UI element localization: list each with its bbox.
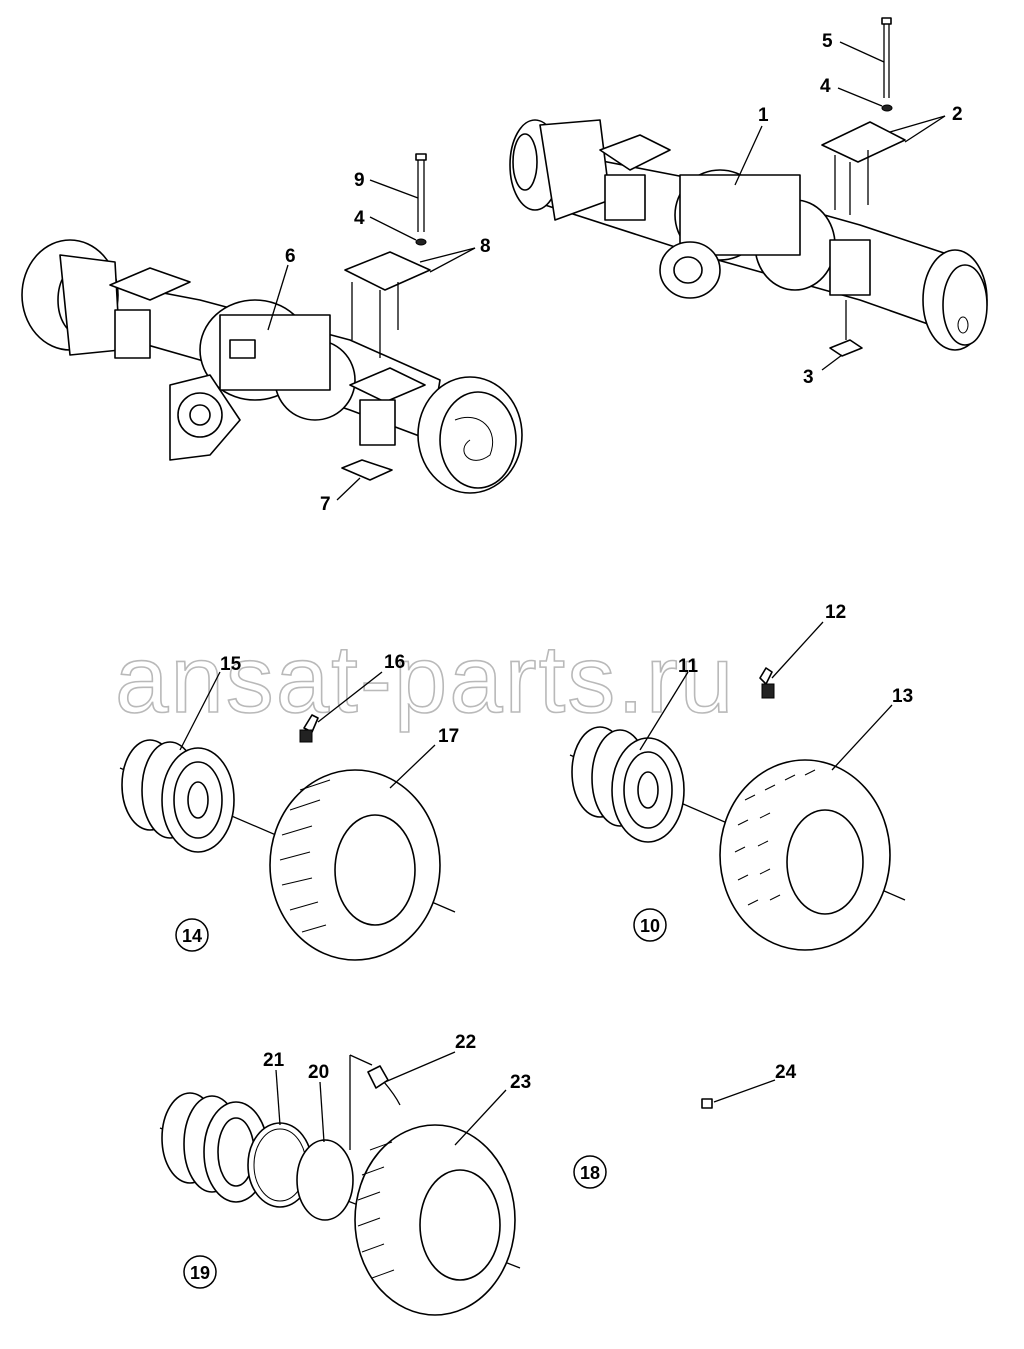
wheel-group-10 (569, 667, 906, 951)
group-labels: 14 10 18 19 (175, 908, 667, 1289)
callout-4-rear: 4 (820, 76, 831, 97)
callout-13: 13 (892, 686, 913, 707)
leader-lines (179, 41, 946, 1146)
callout-12: 12 (825, 602, 846, 623)
group-label-14: 14 (175, 918, 209, 952)
callout-3: 3 (803, 367, 814, 388)
svg-text:10: 10 (640, 916, 660, 936)
callout-16: 16 (384, 652, 405, 673)
part-24-small-nut (701, 1098, 713, 1109)
watermark: ansat-parts.ru (115, 626, 735, 733)
callout-22: 22 (455, 1032, 476, 1053)
svg-text:18: 18 (580, 1163, 600, 1183)
group-label-18: 18 (573, 1155, 607, 1189)
callout-24: 24 (775, 1062, 797, 1083)
callout-15: 15 (220, 654, 242, 675)
wheel-group-19 (159, 1054, 521, 1316)
callout-2: 2 (952, 104, 963, 125)
wheel-group-14 (119, 714, 456, 961)
group-label-10: 10 (633, 908, 667, 942)
rear-axle-assembly (509, 17, 988, 357)
svg-text:14: 14 (182, 926, 202, 946)
callout-5: 5 (822, 31, 833, 52)
callout-23: 23 (510, 1072, 531, 1093)
callout-17: 17 (438, 726, 459, 747)
callout-21: 21 (263, 1050, 285, 1071)
callout-1: 1 (758, 105, 769, 126)
group-label-19: 19 (183, 1255, 217, 1289)
callout-9: 9 (354, 170, 365, 191)
callout-6: 6 (285, 246, 296, 267)
callout-20: 20 (308, 1062, 329, 1083)
callout-8: 8 (480, 236, 491, 257)
callout-7: 7 (320, 494, 331, 515)
front-axle-assembly (21, 153, 523, 494)
callout-4-front: 4 (354, 208, 365, 229)
svg-text:19: 19 (190, 1263, 210, 1283)
callout-11: 11 (678, 656, 699, 677)
callouts: 5 4 2 1 3 6 9 4 8 7 15 16 17 11 12 13 21… (220, 31, 963, 1093)
